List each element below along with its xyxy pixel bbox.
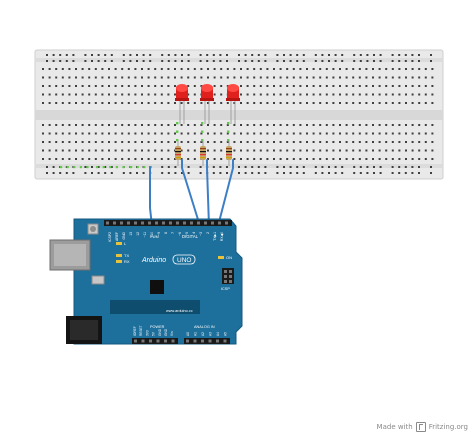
wire-led-3 [217,159,234,227]
header-pin-label: TX▶1 [213,232,217,241]
led-on-indicator [218,256,224,259]
on-label: ON [226,255,232,260]
header-pin-label: ~6 [178,232,182,236]
header-pin-label: ICSP2 [108,232,112,242]
header-pin-label: 2 [206,232,210,234]
wire-led-2 [206,159,210,227]
digital-header [104,220,232,226]
header-pin-label: ~3 [199,232,203,236]
breadboard [34,49,444,180]
led-array [175,84,240,166]
header-pin-label: ~10 [150,232,154,238]
icsp-header [222,268,234,284]
analog-pin-label: A2 [201,332,205,336]
tx-label: TX [124,253,129,258]
led-1 [175,84,189,166]
led-3 [226,84,240,166]
analog-pin-label: A1 [194,332,198,336]
analog-pin-label: A0 [186,332,190,336]
usb-chip [150,280,164,294]
uno-logo: UNO [177,257,191,264]
header-pin-label: AREF [115,232,119,241]
header-pin-label: 12 [136,232,140,236]
led-tx-indicator [116,254,122,257]
arduino-url: www.arduino.cc [166,309,193,313]
digital-header-pins [106,221,228,225]
power-pin-label: Vin [170,331,174,336]
pwm-label: PWM [150,235,159,239]
crystal [91,275,105,285]
led-rx-indicator [116,260,122,263]
fritzing-brand-text: Fritzing.org [428,423,468,431]
microcontroller-chip [110,300,200,314]
power-label: POWER [150,325,165,329]
header-pin-label: 8 [164,232,168,234]
fritzing-logo-icon [415,422,426,432]
bottom-header-pins [134,339,227,343]
resistor-3 [226,140,232,166]
analog-pin-label: A3 [209,332,213,336]
power-pin-label: GND [158,328,162,336]
breadboard-center-channel [35,110,443,120]
power-pin-label: 5V [152,331,156,336]
made-with-text: Made with [376,423,413,431]
analog-in-label: ANALOG IN [194,325,215,329]
header-pin-label: GND [122,231,126,239]
icsp-label: ICSP [221,287,230,291]
header-pin-label: ~5 [185,232,189,236]
header-pin-label: ~11 [143,232,147,238]
power-pin-label: GND [164,328,168,336]
power-pin-label: RESET [139,325,143,336]
resistor-1 [175,140,181,166]
power-pin-label: 3V3 [145,330,149,336]
header-pin-label: ~9 [157,232,161,236]
arduino-brand: Arduino [141,257,166,264]
analog-pin-label: A4 [216,332,220,336]
rx-label: RX [124,259,130,264]
l-label: L [124,241,127,246]
breadboard-holes [42,54,434,174]
arduino-uno-board: DIGITAL PWM L TX RX Arduino UNO ON ICSP … [49,218,243,345]
header-pin-label: 7 [171,232,175,234]
header-pin-label: RX◀0 [220,232,224,241]
led-2 [200,84,214,166]
wire-led-1 [181,159,201,227]
led-l-indicator [116,242,122,245]
header-pin-label: 13 [129,232,133,236]
power-header [132,338,178,344]
header-pin-label: 4 [192,232,196,234]
resistor-2 [200,140,206,166]
analog-header [184,338,230,344]
power-pin-label: IOREF [133,326,137,336]
analog-pin-label: A5 [224,332,228,336]
digital-label: DIGITAL [182,234,199,239]
fritzing-credit: Made with Fritzing.org [377,422,468,432]
